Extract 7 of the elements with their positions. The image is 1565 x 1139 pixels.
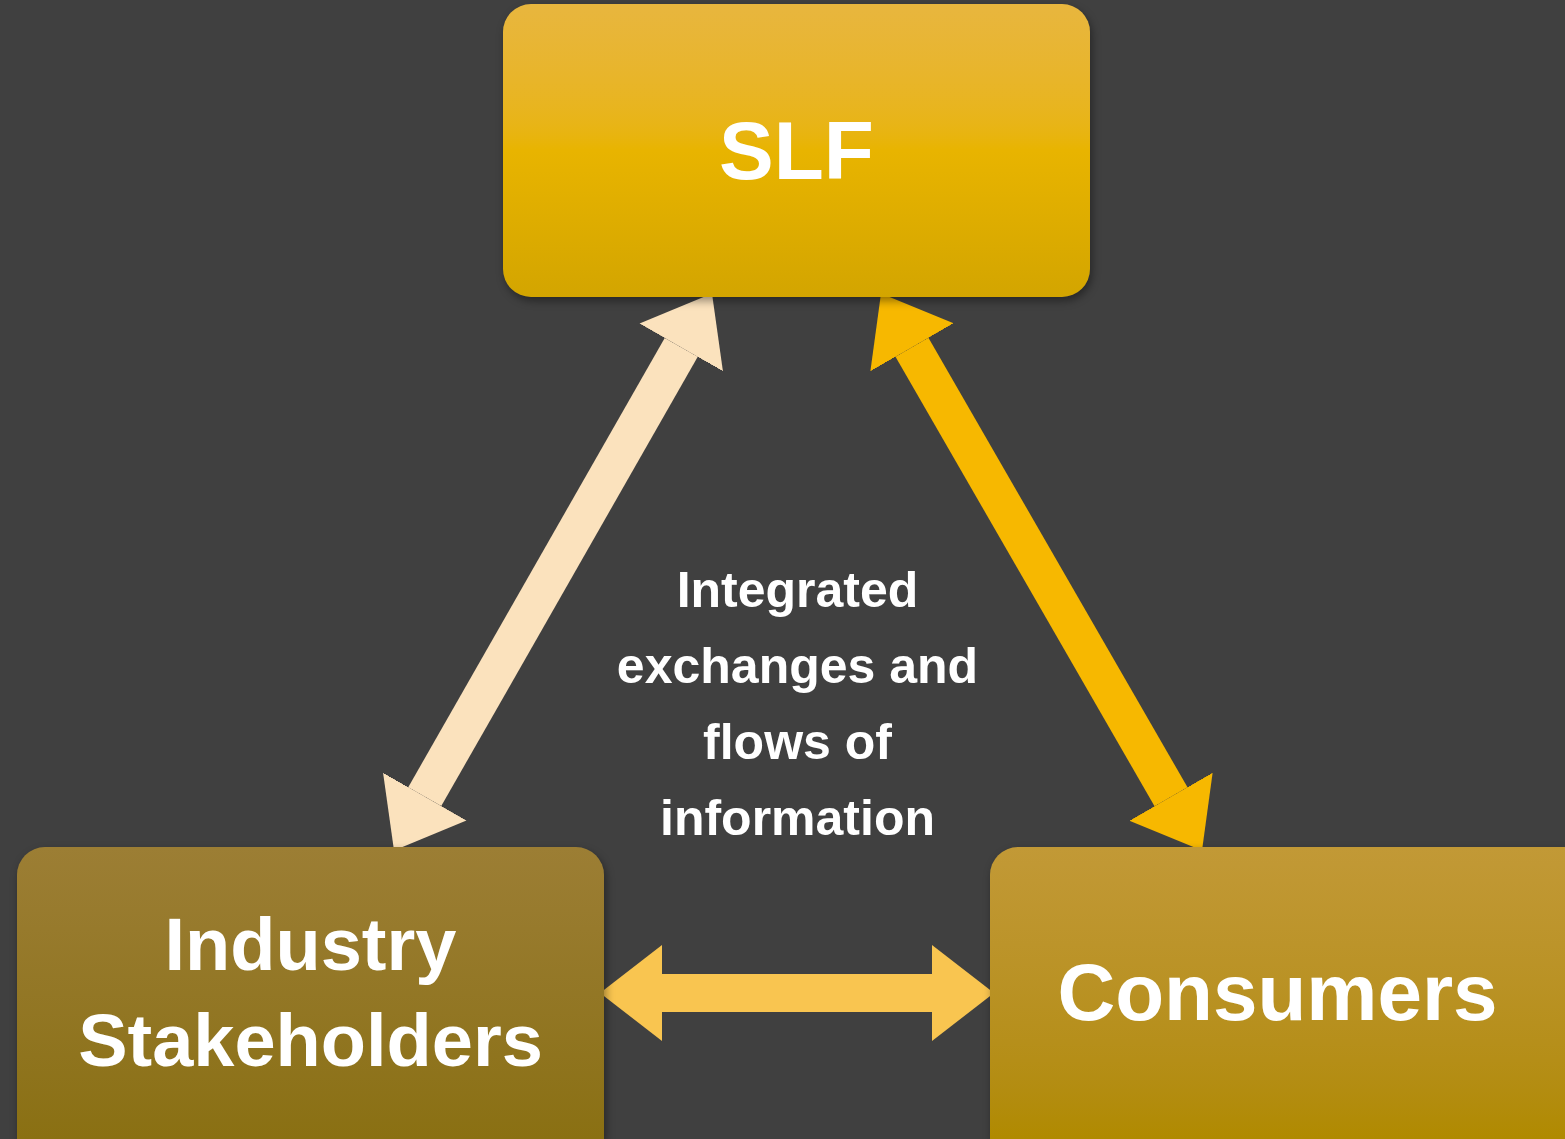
box-label: Consumers <box>1056 947 1499 1039</box>
center-label: Integrated exchanges and flows of information <box>615 561 980 848</box>
box-label: Industry Stakeholders <box>77 901 544 1084</box>
rounded-box <box>17 847 604 1139</box>
rounded-box <box>503 4 1090 297</box>
box-label: SLF <box>718 104 875 198</box>
rounded-box <box>990 847 1565 1139</box>
